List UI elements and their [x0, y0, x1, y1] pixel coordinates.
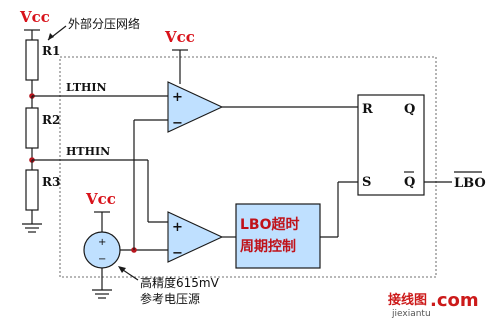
- ground-source-icon: [92, 289, 112, 299]
- watermark: 接线图 .com jiexiantu: [388, 290, 479, 319]
- vcc-source-label: Vcc: [85, 190, 116, 208]
- hthin-label: HTHIN: [66, 145, 110, 158]
- chip-boundary: [59, 56, 437, 278]
- divider-note: 外部分压网络: [68, 16, 140, 31]
- comp1-minus: −: [172, 116, 183, 131]
- control-line1: LBO超时: [240, 216, 300, 233]
- rs-flip-flop: [357, 94, 425, 196]
- comparator-2: [167, 211, 224, 263]
- resistor-r2: [25, 107, 39, 149]
- comp2-minus: −: [172, 246, 183, 261]
- ff-s-label: S: [362, 175, 371, 190]
- watermark-brand: 接线图: [388, 292, 427, 308]
- annotation-arrowhead: [48, 33, 54, 40]
- control-line2: 周期控制: [240, 238, 296, 255]
- comp2-plus: +: [172, 220, 183, 235]
- ff-qbar-label: Q: [404, 175, 415, 190]
- vcc-top-label: Vcc: [164, 28, 195, 46]
- vcc-left-label: Vcc: [19, 8, 50, 26]
- resistor-r3: [25, 169, 39, 211]
- ground-left-icon: [22, 223, 42, 233]
- resistor-r1: [25, 39, 39, 81]
- ref-label-line1: 高精度615mV: [140, 275, 220, 290]
- watermark-dotcom: .com: [430, 290, 479, 311]
- ff-r-label: R: [362, 102, 373, 117]
- ff-q-label: Q: [404, 102, 415, 117]
- r3-label: R3: [42, 175, 60, 189]
- r2-label: R2: [42, 113, 60, 127]
- ref-annotation-arrowhead: [118, 266, 126, 273]
- lbo-control-box: [235, 203, 321, 269]
- comparator-1: [167, 81, 224, 133]
- src-plus: +: [98, 237, 106, 248]
- r1-label: R1: [42, 44, 60, 58]
- src-minus: −: [98, 254, 106, 265]
- output-label: LBO: [454, 176, 486, 191]
- ref-label-line2: 参考电压源: [140, 291, 200, 306]
- watermark-url: jiexiantu: [391, 309, 431, 319]
- lthin-label: LTHIN: [66, 81, 107, 94]
- comp1-plus: +: [172, 90, 183, 105]
